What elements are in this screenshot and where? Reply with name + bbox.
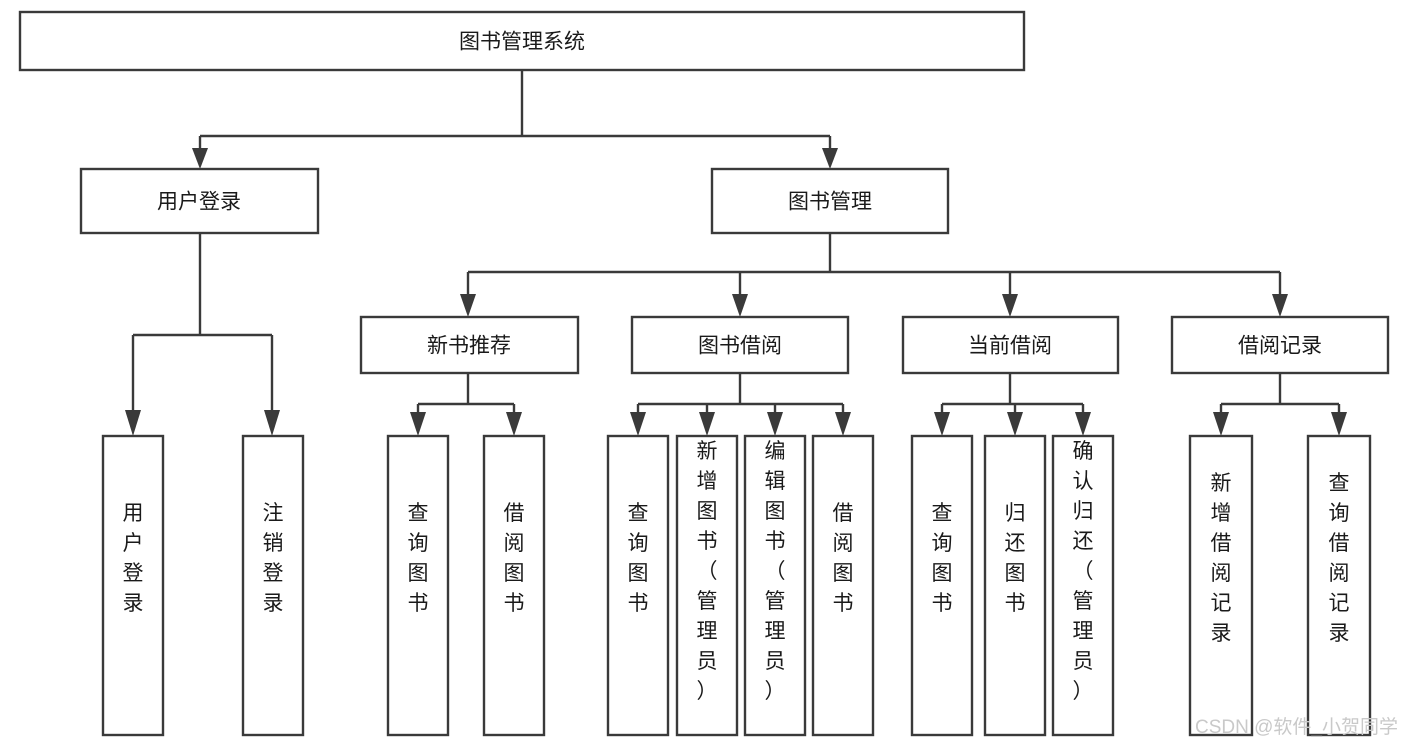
arrow-head-book-borrow bbox=[732, 294, 748, 317]
node-leaf-borrow-book-2-label: 借阅图书 bbox=[833, 502, 854, 615]
node-leaf-add-book-box[interactable] bbox=[675, 434, 739, 737]
node-current-borrow[interactable]: 当前借阅 bbox=[901, 315, 1120, 375]
arrow-head-leaf-edit-book bbox=[767, 412, 783, 436]
arrow-head-leaf-confirm-return bbox=[1075, 412, 1091, 436]
node-leaf-query-record-box[interactable] bbox=[1306, 434, 1372, 737]
node-leaf-logout[interactable]: 注销登录 bbox=[241, 434, 305, 737]
node-leaf-return-book-box[interactable] bbox=[983, 434, 1047, 737]
node-leaf-query-book-3-label: 查询图书 bbox=[932, 502, 953, 615]
node-leaf-query-record-label: 查询借阅记录 bbox=[1329, 472, 1350, 645]
node-book-manage-box[interactable] bbox=[710, 167, 950, 235]
node-book-borrow-label: 图书借阅 bbox=[698, 335, 782, 358]
node-leaf-borrow-book-2-box[interactable] bbox=[811, 434, 875, 737]
arrow-head-user-login bbox=[192, 148, 208, 169]
node-leaf-user-login-box[interactable] bbox=[101, 434, 165, 737]
arrow-head-book-manage bbox=[822, 148, 838, 169]
arrow-head-leaf-borrow-book-1 bbox=[506, 412, 522, 436]
arrow-head-leaf-logout bbox=[264, 410, 280, 436]
node-leaf-return-book[interactable]: 归还图书 bbox=[983, 434, 1047, 737]
node-leaf-logout-box[interactable] bbox=[241, 434, 305, 737]
node-leaf-add-record-label: 新增借阅记录 bbox=[1211, 472, 1232, 645]
node-leaf-edit-book[interactable]: 编辑图书（管理员） bbox=[743, 434, 807, 737]
node-leaf-query-book-2-box[interactable] bbox=[606, 434, 670, 737]
node-leaf-query-book-3[interactable]: 查询图书 bbox=[910, 434, 974, 737]
node-new-book-recommend[interactable]: 新书推荐 bbox=[359, 315, 580, 375]
node-leaf-user-login-label: 用户登录 bbox=[123, 502, 144, 615]
node-leaf-query-book-3-box[interactable] bbox=[910, 434, 974, 737]
node-leaf-add-record[interactable]: 新增借阅记录 bbox=[1188, 434, 1254, 737]
node-leaf-logout-label: 注销登录 bbox=[263, 502, 284, 615]
node-current-borrow-label: 当前借阅 bbox=[968, 335, 1052, 358]
node-leaf-query-book-1[interactable]: 查询图书 bbox=[386, 434, 450, 737]
node-user-login-box[interactable] bbox=[79, 167, 320, 235]
node-borrow-record[interactable]: 借阅记录 bbox=[1170, 315, 1390, 375]
node-leaf-query-book-1-box[interactable] bbox=[386, 434, 450, 737]
node-leaf-query-book-1-label: 查询图书 bbox=[408, 502, 429, 615]
node-book-manage-label: 图书管理 bbox=[788, 191, 872, 214]
arrow-head-leaf-query-book-1 bbox=[410, 412, 426, 436]
node-leaf-edit-book-label: 编辑图书（管理员） bbox=[765, 440, 786, 703]
arrow-head-new-book-recommend bbox=[460, 294, 476, 317]
arrow-head-borrow-record bbox=[1272, 294, 1288, 317]
arrow-head-leaf-query-record bbox=[1331, 412, 1347, 436]
node-leaf-return-book-label: 归还图书 bbox=[1005, 502, 1026, 615]
arrow-head-leaf-user-login bbox=[125, 410, 141, 436]
node-current-borrow-box[interactable] bbox=[901, 315, 1120, 375]
node-leaf-borrow-book-1-box[interactable] bbox=[482, 434, 546, 737]
node-new-book-recommend-box[interactable] bbox=[359, 315, 580, 375]
arrow-head-leaf-borrow-book-2 bbox=[835, 412, 851, 436]
connector-layer bbox=[125, 70, 1347, 436]
node-root[interactable]: 图书管理系统 bbox=[18, 10, 1026, 72]
arrow-head-leaf-add-book bbox=[699, 412, 715, 436]
node-leaf-edit-book-box[interactable] bbox=[743, 434, 807, 737]
node-leaf-query-book-2[interactable]: 查询图书 bbox=[606, 434, 670, 737]
node-book-borrow-box[interactable] bbox=[630, 315, 850, 375]
node-leaf-confirm-return-label: 确认归还（管理员） bbox=[1073, 440, 1094, 703]
node-leaf-query-book-2-label: 查询图书 bbox=[628, 502, 649, 615]
node-new-book-recommend-label: 新书推荐 bbox=[427, 335, 511, 358]
arrow-head-leaf-return-book bbox=[1007, 412, 1023, 436]
node-book-borrow[interactable]: 图书借阅 bbox=[630, 315, 850, 375]
node-leaf-add-record-box[interactable] bbox=[1188, 434, 1254, 737]
node-user-login[interactable]: 用户登录 bbox=[79, 167, 320, 235]
arrow-head-leaf-query-book-2 bbox=[630, 412, 646, 436]
node-root-label: 图书管理系统 bbox=[459, 31, 585, 54]
node-user-login-label: 用户登录 bbox=[157, 191, 241, 214]
node-leaf-borrow-book-1-label: 借阅图书 bbox=[504, 502, 525, 615]
node-leaf-add-book-label: 新增图书（管理员） bbox=[697, 440, 718, 703]
node-borrow-record-box[interactable] bbox=[1170, 315, 1390, 375]
node-leaf-confirm-return-box[interactable] bbox=[1051, 434, 1115, 737]
arrow-head-current-borrow bbox=[1002, 294, 1018, 317]
node-root-box[interactable] bbox=[18, 10, 1026, 72]
node-leaf-confirm-return[interactable]: 确认归还（管理员） bbox=[1051, 434, 1115, 737]
node-leaf-query-record[interactable]: 查询借阅记录 bbox=[1306, 434, 1372, 737]
arrow-head-leaf-query-book-3 bbox=[934, 412, 950, 436]
arrow-head-leaf-add-record bbox=[1213, 412, 1229, 436]
node-leaf-borrow-book-1[interactable]: 借阅图书 bbox=[482, 434, 546, 737]
node-leaf-borrow-book-2[interactable]: 借阅图书 bbox=[811, 434, 875, 737]
node-book-manage[interactable]: 图书管理 bbox=[710, 167, 950, 235]
node-leaf-add-book[interactable]: 新增图书（管理员） bbox=[675, 434, 739, 737]
node-leaf-user-login[interactable]: 用户登录 bbox=[101, 434, 165, 737]
node-borrow-record-label: 借阅记录 bbox=[1238, 335, 1322, 358]
watermark-label: CSDN @软件_小贺同学 bbox=[1195, 716, 1398, 738]
